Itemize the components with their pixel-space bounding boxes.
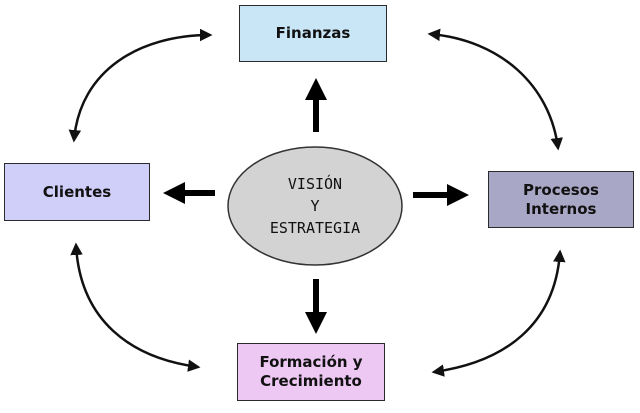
node-formacion-crecimiento: Formación y Crecimiento — [237, 343, 385, 401]
node-formacion-label-1: Formación y — [259, 353, 363, 371]
node-procesos-label-2: Internos — [525, 199, 597, 218]
node-procesos-label-1: Procesos — [523, 180, 599, 199]
arrowhead-right — [447, 184, 469, 206]
node-finanzas: Finanzas — [239, 5, 387, 62]
node-clientes-label: Clientes — [42, 182, 112, 201]
center-label-line1: VISIÓN — [287, 175, 343, 193]
center-label-line3: ESTRATEGIA — [269, 219, 361, 237]
center-ellipse — [227, 146, 403, 266]
curve-finanzas-procesos — [427, 28, 563, 151]
curve-clientes-finanzas — [68, 28, 213, 143]
node-procesos-internos: Procesos Internos — [488, 171, 634, 228]
curve-procesos-formacion — [431, 249, 566, 377]
node-finanzas-label: Finanzas — [275, 24, 351, 42]
arrowhead-left — [163, 182, 185, 204]
radial-arrows — [163, 78, 469, 334]
node-clientes: Clientes — [4, 163, 150, 221]
curved-arrows — [68, 28, 566, 377]
arrowhead-down — [305, 312, 327, 334]
center-label-line2: Y — [310, 197, 320, 215]
arrowhead-up — [305, 78, 327, 100]
center-label: VISIÓN Y ESTRATEGIA — [240, 170, 390, 242]
node-formacion-label-2: Crecimiento — [260, 372, 362, 390]
curve-clientes-formacion — [70, 242, 201, 372]
